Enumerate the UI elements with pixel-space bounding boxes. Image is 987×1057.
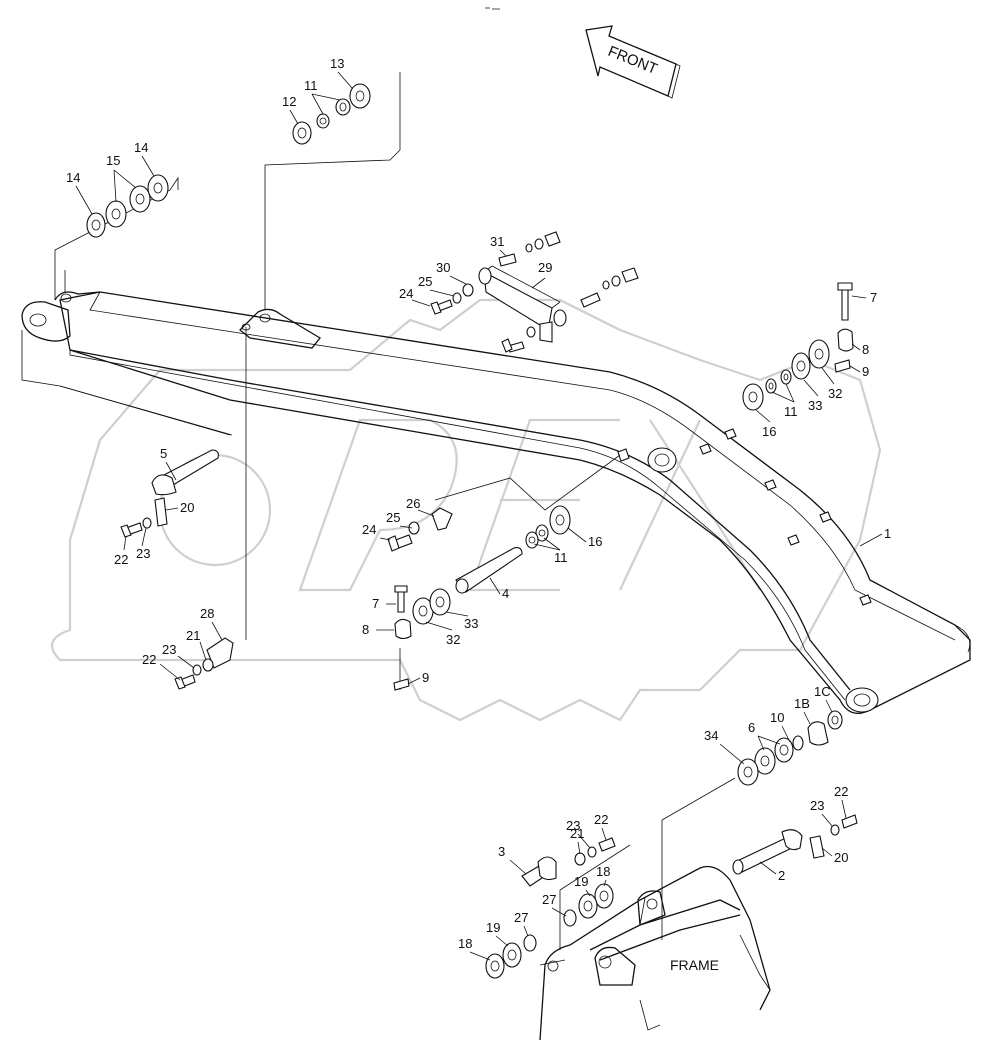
callout-label: 23	[566, 818, 580, 833]
callout-label: 20	[180, 500, 194, 515]
callout-label: 11	[304, 78, 318, 93]
callout-label: 19	[574, 874, 588, 889]
callout-label: 3	[498, 844, 505, 859]
callout-label: 4	[502, 586, 509, 601]
callout-label: 24	[362, 522, 376, 537]
frame-label: FRAME	[670, 957, 719, 973]
callout-label: 11	[554, 550, 568, 565]
frame-structure: FRAME	[539, 865, 771, 1041]
callout-label: 7	[372, 596, 379, 611]
page-mark	[485, 7, 500, 10]
callout-label: 25	[418, 274, 432, 289]
callout-label: 12	[282, 94, 296, 109]
callout-label: 29	[538, 260, 552, 275]
callout-label: 16	[588, 534, 602, 549]
callout-label: 13	[330, 56, 344, 71]
callout-label: 14	[66, 170, 80, 185]
callout-label: 34	[704, 728, 718, 743]
callout-label: 33	[808, 398, 822, 413]
front-arrow: FRONT	[585, 25, 681, 99]
callout-label: 30	[436, 260, 450, 275]
callout-label: 2	[778, 868, 785, 883]
callout-label: 9	[422, 670, 429, 685]
callout-label: 11	[784, 404, 798, 419]
callout-label: 9	[862, 364, 869, 379]
callout-label: 16	[762, 424, 776, 439]
callout-label: 5	[160, 446, 167, 461]
callout-label: 27	[514, 910, 528, 925]
callout-label: 15	[106, 153, 120, 168]
callout-label: 32	[446, 632, 460, 647]
parts	[86, 83, 858, 979]
watermark-logo	[50, 298, 882, 722]
callout-label: 23	[810, 798, 824, 813]
callout-label: 7	[870, 290, 877, 305]
callout-label: 25	[386, 510, 400, 525]
callout-label: 20	[834, 850, 848, 865]
callout-label: 22	[142, 652, 156, 667]
callout-leaders	[75, 71, 883, 961]
callout-label: 1B	[794, 696, 810, 711]
callout-label: 1C	[814, 684, 831, 699]
callout-label: 18	[596, 864, 610, 879]
callout-label: 33	[464, 616, 478, 631]
callout-label: 26	[406, 496, 420, 511]
callout-label: 19	[486, 920, 500, 935]
callout-label: 10	[770, 710, 784, 725]
callout-label: 14	[134, 140, 148, 155]
callout-label: 23	[136, 546, 150, 561]
callout-label: 28	[200, 606, 214, 621]
callout-label: 23	[162, 642, 176, 657]
callout-label: 21	[186, 628, 200, 643]
callout-label: 1	[884, 526, 891, 541]
callout-label: 24	[399, 286, 413, 301]
callout-label: 6	[748, 720, 755, 735]
callout-label: 22	[834, 784, 848, 799]
callout-label: 18	[458, 936, 472, 951]
callout-label: 27	[542, 892, 556, 907]
callout-label: 8	[362, 622, 369, 637]
callout-label: 32	[828, 386, 842, 401]
callout-label: 31	[490, 234, 504, 249]
callout-label: 22	[114, 552, 128, 567]
callout-label: 22	[594, 812, 608, 827]
callout-label: 8	[862, 342, 869, 357]
callout-labels: 13 11 12 14 15 14 31 30 29 25 24 7 8 9 3…	[66, 56, 891, 951]
